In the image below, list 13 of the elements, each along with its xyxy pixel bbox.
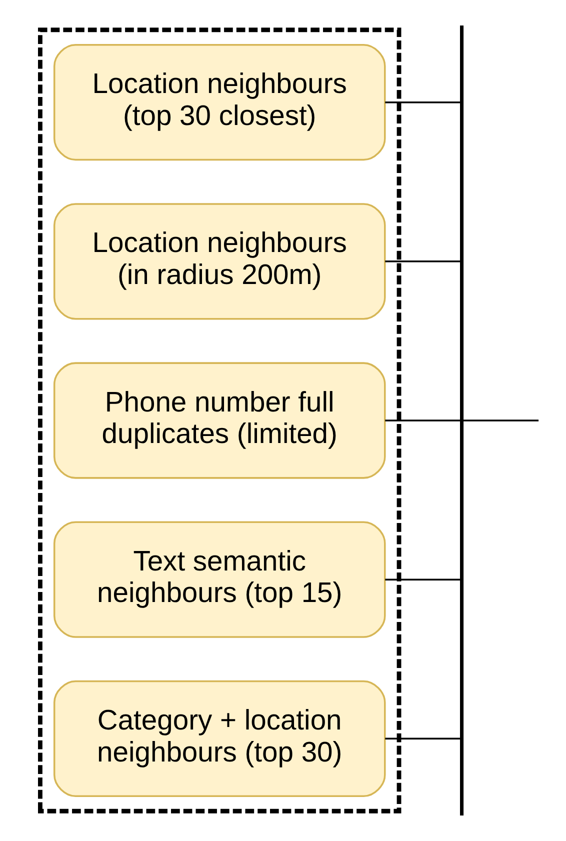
connector	[385, 260, 460, 262]
connector	[385, 578, 460, 580]
connector	[385, 420, 460, 422]
node-box: Category + location neighbours (top 30)	[53, 680, 386, 797]
connector	[385, 101, 460, 104]
node-bar	[460, 25, 464, 816]
node-box: Location neighbours (in radius 200m)	[53, 203, 386, 320]
node-box: Text semantic neighbours (top 15)	[53, 521, 386, 638]
connector	[385, 738, 460, 740]
cluster	[38, 28, 402, 814]
node-box: Phone number full duplicates (limited)	[53, 362, 386, 479]
connector	[463, 420, 539, 422]
node-box: Location neighbours (top 30 closest)	[53, 44, 386, 161]
